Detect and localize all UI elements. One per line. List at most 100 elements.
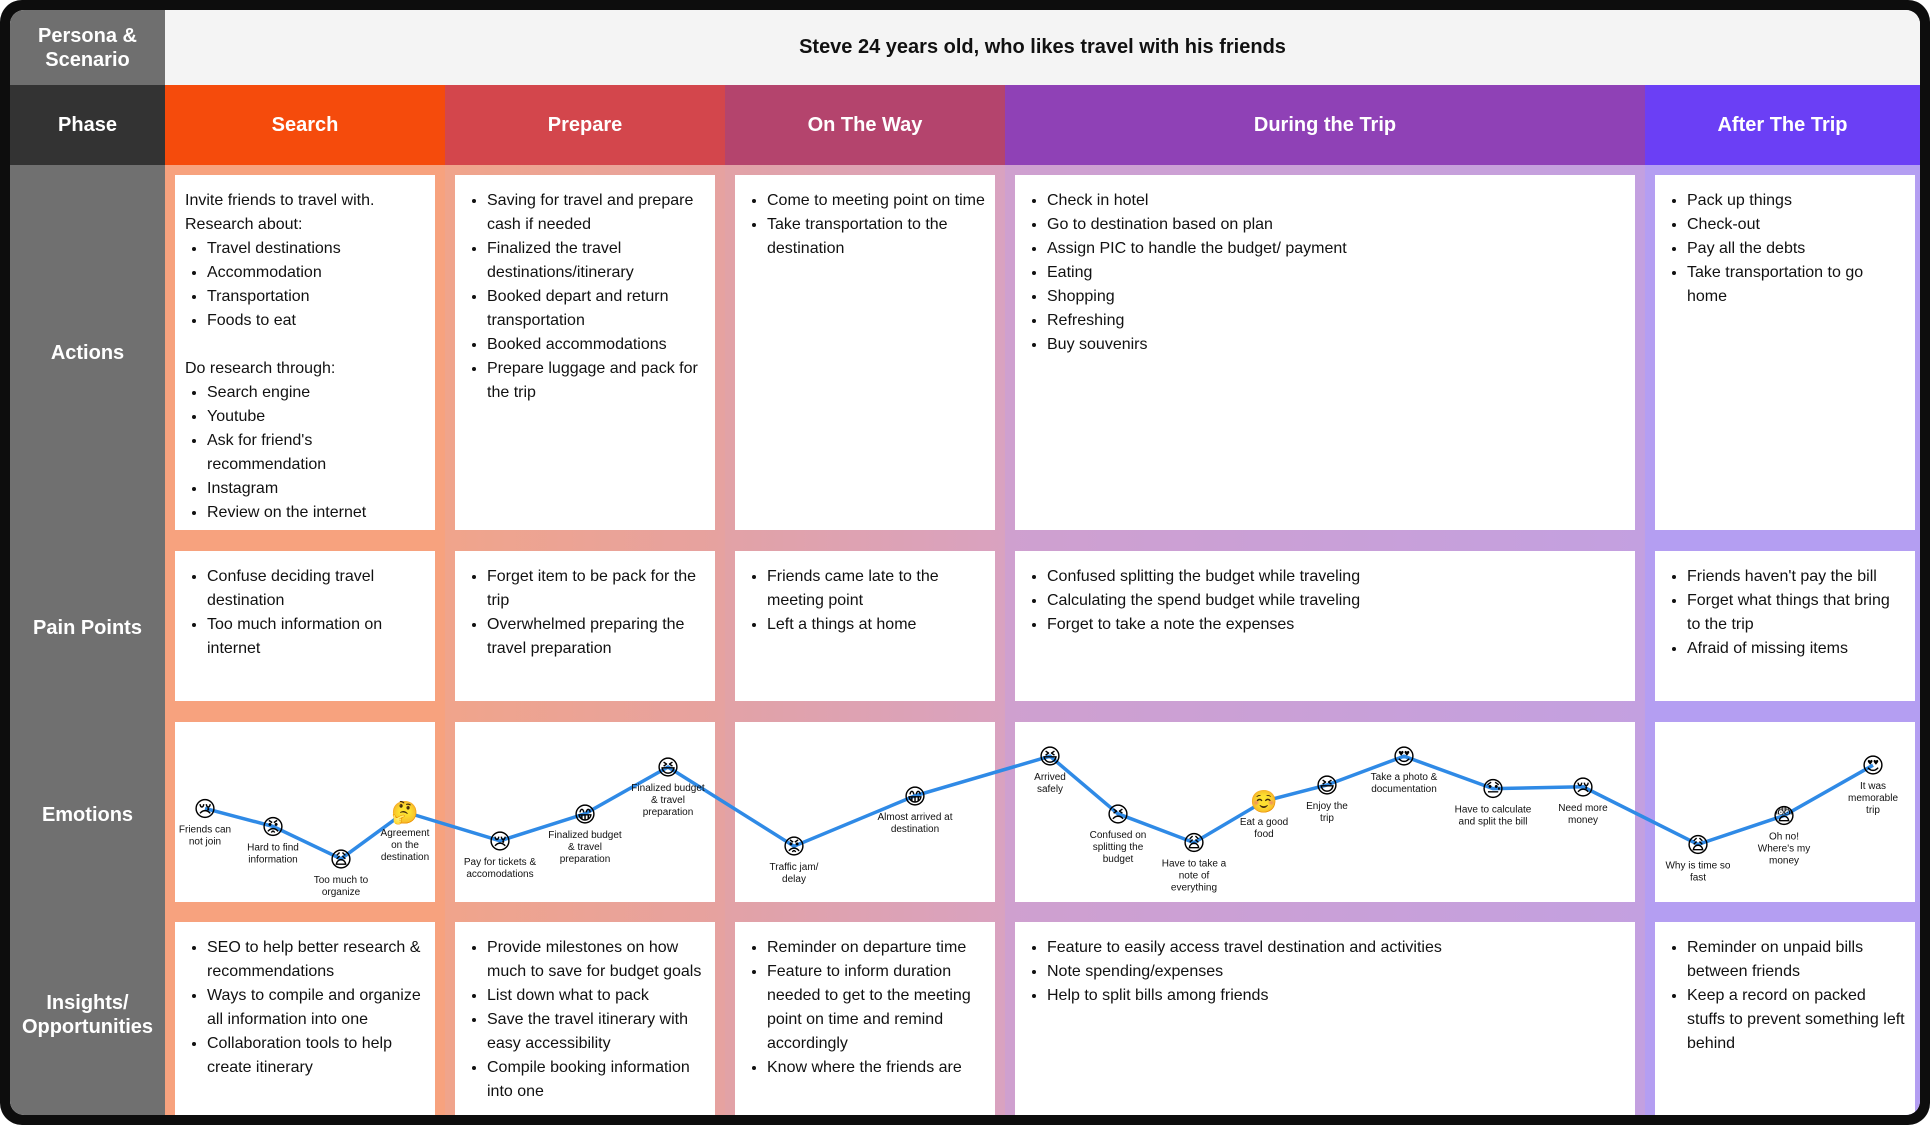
- insight-item: Reminder on departure time: [767, 936, 985, 960]
- pain-item: Confuse deciding travel destination: [207, 565, 425, 613]
- emotion-emoji-icon: 😆: [1316, 774, 1339, 799]
- emotion-line: [204, 754, 1874, 861]
- actions-card-search: Invite friends to travel with. Research …: [175, 175, 435, 530]
- action-item: Refreshing: [1047, 309, 1625, 333]
- phase-label: Phase: [10, 85, 165, 165]
- emotion-emoji-icon: 😩: [1183, 832, 1206, 857]
- action-list: Come to meeting point on time Take trans…: [745, 189, 985, 261]
- insight-item: Feature to inform duration needed to get…: [767, 960, 985, 1056]
- action-item: Foods to eat: [207, 309, 425, 333]
- pain-card-on-the-way: Friends came late to the meeting point L…: [735, 551, 995, 701]
- emotion-emoji-icon: 😡: [262, 815, 285, 840]
- phase-header-search: Search: [165, 85, 445, 165]
- actions-label: Actions: [10, 165, 165, 540]
- pain-item: Afraid of missing items: [1687, 637, 1905, 661]
- phase-name: After The Trip: [1717, 113, 1848, 136]
- action-item: Travel destinations: [207, 237, 425, 261]
- emotion-label: Traffic jam/delay: [770, 862, 819, 885]
- emotion-emoji-icon: 😩: [1687, 833, 1710, 858]
- emotion-emoji-icon: 😁: [904, 785, 927, 810]
- action-item: Ask for friend's recommendation: [207, 429, 425, 477]
- pain-card-search: Confuse deciding travel destination Too …: [175, 551, 435, 701]
- insight-list: SEO to help better research & recommenda…: [185, 936, 425, 1080]
- phase-name: On The Way: [807, 113, 923, 136]
- action-item: Take transportation to the destination: [767, 213, 985, 261]
- emotion-emoji-icon: 😢: [489, 830, 512, 855]
- phase-label-text: Phase: [58, 114, 117, 136]
- action-list: Pack up things Check-out Pay all the deb…: [1665, 189, 1905, 309]
- pain-item: Overwhelmed preparing the travel prepara…: [487, 613, 705, 661]
- insight-card-on-the-way: Reminder on departure time Feature to in…: [735, 922, 995, 1115]
- action-item: Come to meeting point on time: [767, 189, 985, 213]
- phase-header-after-the-trip: After The Trip: [1645, 85, 1920, 165]
- insight-card-search: SEO to help better research & recommenda…: [175, 922, 435, 1115]
- insight-item: Compile booking information into one: [487, 1056, 705, 1104]
- pain-item: Forget item to be pack for the trip: [487, 565, 705, 613]
- actions-card-during-the-trip: Check in hotel Go to destination based o…: [1015, 175, 1635, 530]
- pain-list: Friends came late to the meeting point L…: [745, 565, 985, 637]
- action-list: Check in hotel Go to destination based o…: [1025, 189, 1625, 357]
- action-text: Do research through:: [185, 360, 336, 377]
- pain-card-after-the-trip: Friends haven't pay the bill Forget what…: [1655, 551, 1915, 701]
- emotion-card-on-the-way: [735, 722, 995, 902]
- pain-item: Left a things at home: [767, 613, 985, 637]
- emotions-label: Emotions: [10, 715, 165, 915]
- action-item: Accommodation: [207, 261, 425, 285]
- insight-card-after-the-trip: Reminder on unpaid bills between friends…: [1655, 922, 1915, 1115]
- pain-points-label: Pain Points: [10, 540, 165, 715]
- insight-item: Feature to easily access travel destinat…: [1047, 936, 1625, 960]
- insight-item: Keep a record on packed stuffs to preven…: [1687, 984, 1905, 1056]
- action-text: Research about:: [185, 216, 303, 233]
- pain-list: Forget item to be pack for the trip Over…: [465, 565, 705, 661]
- phase-header-on-the-way: On The Way: [725, 85, 1005, 165]
- action-item: Booked accommodations: [487, 333, 705, 357]
- action-item: Finalized the travel destinations/itiner…: [487, 237, 705, 285]
- action-item: Review on the internet: [207, 501, 425, 525]
- emotion-emoji-icon: 😁: [574, 803, 597, 828]
- action-item: Shopping: [1047, 285, 1625, 309]
- action-item: Check in hotel: [1047, 189, 1625, 213]
- emotion-emoji-icon: 😆: [657, 756, 680, 781]
- action-item: Transportation: [207, 285, 425, 309]
- persona-scenario: Steve 24 years old, who likes travel wit…: [165, 10, 1920, 85]
- insight-item: Save the travel itinerary with easy acce…: [487, 1008, 705, 1056]
- emotion-point: 😡Traffic jam/delay: [770, 835, 819, 885]
- emotion-emoji-icon: 😍: [1862, 754, 1885, 779]
- actions-card-prepare: Saving for travel and prepare cash if ne…: [455, 175, 715, 530]
- insight-item: Ways to compile and organize all informa…: [207, 984, 425, 1032]
- emotion-emoji-icon: 😩: [330, 848, 353, 873]
- emotion-emoji-icon: ☺️: [1250, 789, 1277, 815]
- emotion-emoji-icon: 😣: [1107, 803, 1130, 828]
- emotions-label-text: Emotions: [41, 804, 134, 826]
- emotion-emoji-icon: 😓: [1482, 778, 1505, 803]
- action-item: Pay all the debts: [1687, 237, 1905, 261]
- insight-list: Feature to easily access travel destinat…: [1025, 936, 1625, 1008]
- phase-name: Search: [271, 113, 339, 136]
- action-item: Pack up things: [1687, 189, 1905, 213]
- emotion-emoji-icon: 😨: [1773, 805, 1796, 830]
- action-list: Travel destinations Accommodation Transp…: [185, 237, 425, 333]
- action-item: Buy souvenirs: [1047, 333, 1625, 357]
- action-list: Search engine Youtube Ask for friend's r…: [185, 381, 425, 525]
- persona-label-text: Persona & Scenario: [38, 24, 137, 71]
- insight-card-prepare: Provide milestones on how much to save f…: [455, 922, 715, 1115]
- action-item: Assign PIC to handle the budget/ payment: [1047, 237, 1625, 261]
- action-item: Instagram: [207, 477, 425, 501]
